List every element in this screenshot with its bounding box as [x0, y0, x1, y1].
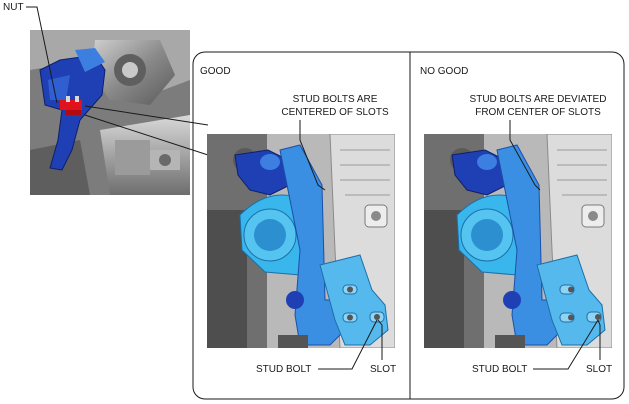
nogood-slot-leader — [597, 319, 601, 360]
good-slot-leader — [377, 319, 383, 360]
nogood-note-line1: STUD BOLTS ARE DEVIATED — [470, 94, 607, 105]
nut-highlight — [60, 96, 82, 115]
good-stud-bolt-leader — [318, 319, 378, 370]
good-title: GOOD — [200, 66, 231, 77]
nogood-stud-bolt-label: STUD BOLT — [472, 364, 527, 375]
good-detail-image — [207, 134, 395, 348]
good-stud-bolt-label: STUD BOLT — [256, 364, 311, 375]
zoom-line-upper — [84, 105, 209, 126]
nut-leader-line — [26, 6, 58, 104]
good-slot-label: SLOT — [370, 364, 396, 375]
good-note-line1: STUD BOLTS ARE — [293, 94, 378, 105]
good-note-leader — [299, 120, 326, 191]
nogood-title: NO GOOD — [420, 66, 468, 77]
good-note-line2: CENTERED OF SLOTS — [281, 107, 389, 118]
nogood-stud-bolt-leader — [533, 319, 599, 370]
zoom-line-lower — [84, 114, 209, 156]
nogood-note-leader — [509, 120, 541, 191]
nut-label: NUT — [3, 2, 24, 13]
nogood-detail-image — [424, 134, 612, 348]
overview-photo — [30, 30, 190, 195]
comparison-panel — [192, 51, 625, 400]
nogood-note-line2: FROM CENTER OF SLOTS — [475, 107, 601, 118]
nogood-slot-label: SLOT — [586, 364, 612, 375]
